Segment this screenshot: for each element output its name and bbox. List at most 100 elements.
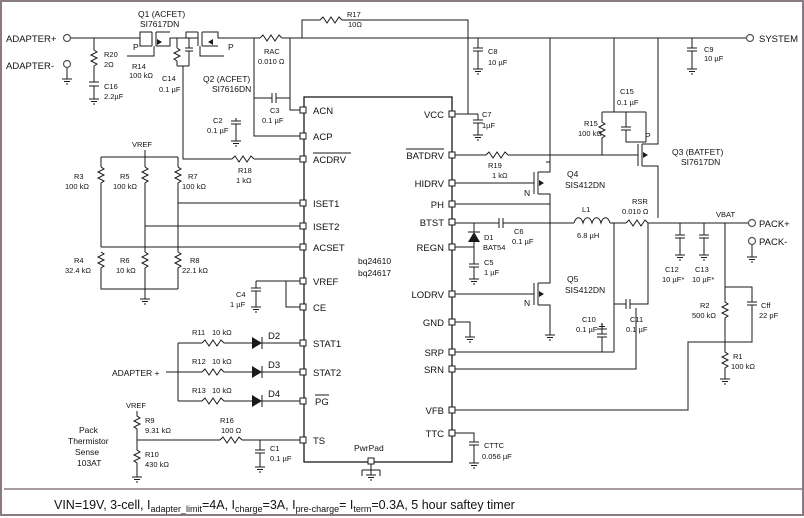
r9-ref: R9 (145, 416, 155, 425)
system-label: SYSTEM (759, 34, 798, 45)
c11-value: 0.1 µF (626, 325, 648, 334)
c2-value: 0.1 µF (207, 126, 229, 135)
iset-divider: VREF R3 100 kΩ R5 100 kΩ R7 100 kΩ R4 32… (65, 140, 300, 305)
c6-value: 0.1 µF (512, 237, 534, 246)
c4-ref: C4 (236, 290, 246, 299)
l1-ref: L1 (582, 205, 590, 214)
d4-label: D4 (268, 389, 280, 400)
c8-ref: C8 (488, 47, 498, 56)
pack-thermistor-3: Sense (75, 447, 99, 457)
r7-value: 100 kΩ (182, 182, 206, 191)
q4-gate-label: N (524, 188, 530, 198)
r17-value: 10Ω (348, 20, 362, 29)
adapter-plus-led-label: ADAPTER + (112, 368, 160, 378)
c5-ref: C5 (484, 258, 494, 267)
ic-part-1: bq24610 (358, 256, 391, 266)
pin-ce: CE (313, 303, 326, 314)
vref-bottom-label: VREF (126, 401, 146, 410)
pin-acdrv: ACDRV (313, 155, 347, 166)
d2-label: D2 (268, 331, 280, 342)
rac-ref: RAC (264, 47, 280, 56)
pin-ph: PH (431, 200, 444, 211)
r19-value: 1 kΩ (492, 171, 508, 180)
r15-value: 100 kΩ (578, 129, 602, 138)
adapter-plus-label: ADAPTER+ (6, 34, 57, 45)
r16-ref: R16 (220, 416, 234, 425)
c15-value: 0.1 µF (617, 98, 639, 107)
r3-value: 100 kΩ (65, 182, 89, 191)
pin-btst: BTST (420, 218, 444, 229)
pin-acn: ACN (313, 106, 333, 117)
r13-value: 10 kΩ (212, 386, 232, 395)
pin-acset: ACSET (313, 243, 345, 254)
q2-ref: Q2 (ACFET) (203, 74, 250, 84)
ic-right-pins: VCC BATDRV HIDRV PH BTST REGN LODRV GND … (406, 110, 456, 440)
r12-ref: R12 (192, 357, 206, 366)
r5-ref: R5 (120, 172, 130, 181)
q5-ref: Q5 (567, 274, 579, 284)
r10-ref: R10 (145, 450, 159, 459)
pin-vfb: VFB (426, 406, 444, 417)
pin-hidrv: HIDRV (415, 179, 445, 190)
footer-spec: VIN=19V, 3-cell, Iadapter_limit=4A, Icha… (54, 498, 515, 514)
r20-value: 2Ω (104, 60, 114, 69)
pin-acp: ACP (313, 132, 333, 143)
d1-ref: D1 (484, 233, 494, 242)
pwrpad-ground (361, 457, 381, 481)
c1-value: 0.1 µF (270, 454, 292, 463)
vbat-label: VBAT (716, 210, 735, 219)
r11-value: 10 kΩ (212, 328, 232, 337)
c2-ref: C2 (213, 116, 223, 125)
q1-part: SI7617DN (140, 19, 179, 29)
q3-ref: Q3 (BATFET) (672, 147, 723, 157)
pin-pg: PG (315, 397, 329, 408)
d3-label: D3 (268, 360, 280, 371)
c11-ref: C11 (630, 315, 643, 324)
pin-ttc: TTC (426, 429, 445, 440)
pack-thermistor-2: Thermistor (68, 436, 109, 446)
q5-gate-label: N (524, 298, 530, 308)
rsr-value: 0.010 Ω (622, 207, 649, 216)
q2-part: SI7616DN (212, 84, 251, 94)
vref-ce-group: C4 1 µF (230, 280, 300, 313)
q1-ref: Q1 (ACFET) (138, 9, 185, 19)
c14-ref: C14 (162, 74, 176, 83)
c16-value: 2.2µF (104, 92, 124, 101)
c1-ref: C1 (270, 444, 280, 453)
r11-ref: R11 (192, 328, 205, 337)
cff-ref: Cff (761, 301, 771, 310)
c16-ref: C16 (104, 82, 118, 91)
r4-value: 32.4 kΩ (65, 266, 91, 275)
pin-srp: SRP (424, 348, 444, 359)
cttc-value: 0.056 µF (482, 452, 512, 461)
rac-value: 0.010 Ω (258, 57, 285, 66)
c8-value: 10 µF (488, 58, 508, 67)
pin-regn: REGN (417, 243, 445, 254)
r12-value: 10 kΩ (212, 357, 232, 366)
c4-value: 1 µF (230, 300, 246, 309)
c9-ref: C9 (704, 45, 714, 54)
ic-pwrpad-label: PwrPad (354, 443, 384, 453)
r18-ref: R18 (238, 166, 252, 175)
pin-iset1: ISET1 (313, 199, 339, 210)
r8-value: 22.1 kΩ (182, 266, 208, 275)
r2-ref: R2 (700, 301, 710, 310)
c14-value: 0.1 µF (159, 85, 181, 94)
r8-ref: R8 (190, 256, 200, 265)
q1-gate-label: P (133, 42, 139, 52)
power-stage: C15 0.1 µF R15 100 kΩ R19 1 kΩ P Q3 (BAT… (455, 38, 790, 469)
pack-minus-label: PACK- (759, 237, 787, 248)
r1-value: 100 kΩ (731, 362, 755, 371)
status-leds: ADAPTER + R11 10 kΩ R12 10 kΩ R13 10 kΩ … (112, 328, 300, 407)
pin-lodrv: LODRV (411, 290, 444, 301)
rsr-ref: RSR (632, 197, 648, 206)
pack-plus-label: PACK+ (759, 219, 790, 230)
r13-ref: R13 (192, 386, 206, 395)
cttc-ref: CTTC (484, 441, 505, 450)
pin-vref: VREF (313, 277, 339, 288)
pin-vcc: VCC (424, 110, 444, 121)
r9-value: 9.31 kΩ (145, 426, 171, 435)
r16-value: 100 Ω (221, 426, 242, 435)
pin-ts: TS (313, 436, 325, 447)
